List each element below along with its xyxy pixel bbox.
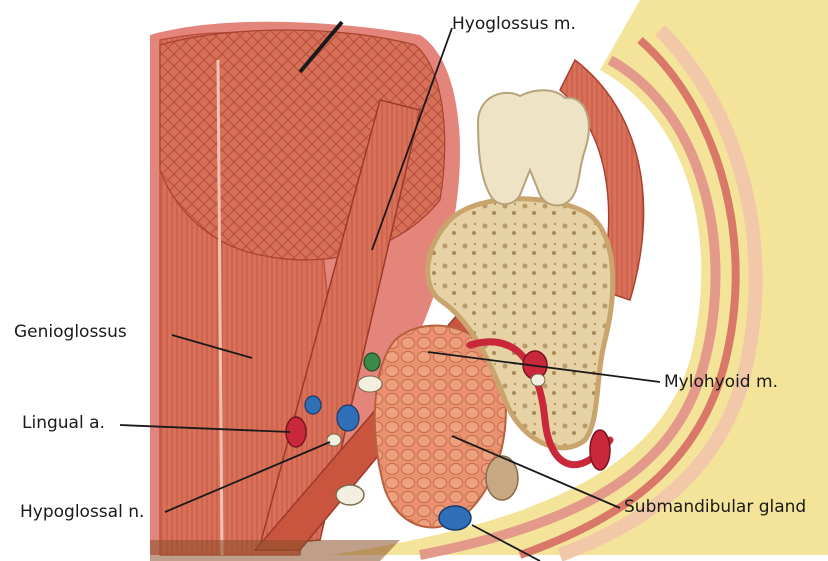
duct-section (364, 353, 380, 371)
molar-tooth (478, 90, 589, 205)
hyoid-section (336, 485, 364, 505)
facial-artery-section (590, 430, 610, 470)
lower-vein-section (439, 506, 471, 530)
vein-section-2 (337, 405, 359, 431)
label-mylohyoid: Mylohyoid m. (664, 372, 778, 392)
lingual-nerve-section (358, 376, 382, 392)
label-genioglossus: Genioglossus (14, 322, 127, 342)
vein-section-1 (305, 396, 321, 414)
floor-band (150, 540, 400, 561)
label-hypoglossal-nerve: Hypoglossal n. (20, 502, 144, 522)
label-lingual-artery: Lingual a. (22, 413, 105, 433)
hypoglossal-nerve-section (327, 434, 341, 446)
label-submandibular-gland: Submandibular gland (624, 497, 806, 517)
label-hyoglossus: Hyoglossus m. (452, 14, 576, 34)
nerve-section-upper (531, 374, 545, 386)
